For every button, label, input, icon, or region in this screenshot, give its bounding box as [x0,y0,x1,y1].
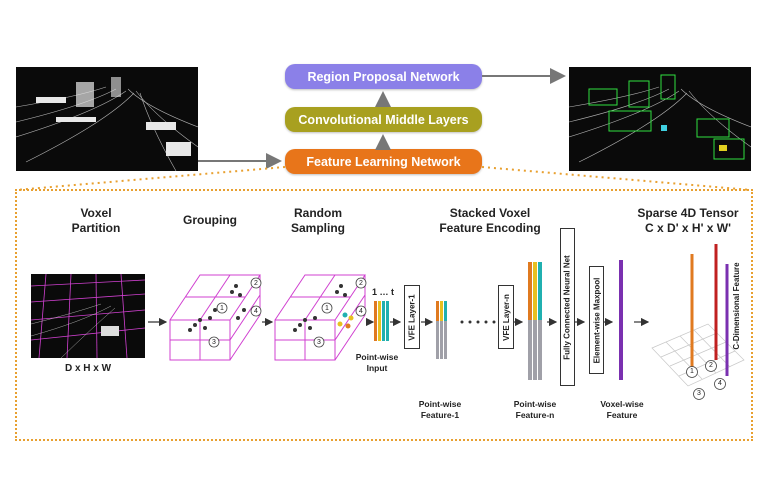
input-bar-teal-2 [386,301,389,341]
c-dimensional-feature-label: C-Dimensional Feature [732,262,741,350]
tensor-voxel-3: 3 [697,390,701,397]
grouping-cube [169,274,261,361]
feat1-yellow [440,301,443,321]
fully-connected-net-block: Fully Connected Neural Net [560,228,575,386]
stacked-vfe-title: Stacked Voxel Feature Encoding [439,206,541,235]
feat1-gray-c [444,321,447,359]
tensor-voxel-2: 2 [709,362,713,369]
tensor-grid [651,323,745,387]
sample-voxel-3: 3 [317,339,321,346]
grouping-title: Grouping [183,213,237,227]
grouping-points [188,284,246,332]
expand-line-left [15,166,286,191]
feat1-teal [444,301,447,321]
feature-learning-detail-frame [15,189,753,441]
voxel-grid-graphic [31,274,145,358]
convolutional-middle-layers-block: Convolutional Middle Layers [285,107,482,132]
detection-graphic [569,74,751,163]
pointwise-input-label: Point-wise Input [355,352,399,373]
group-voxel-4: 4 [254,308,258,315]
vfe-layer-n-block: VFE Layer-n [498,285,514,349]
voxel-partition-title: Voxel Partition [71,206,121,235]
group-voxel-3: 3 [212,339,216,346]
tensor-voxel-1: 1 [690,368,694,375]
voxelwise-feature-bar [619,260,623,380]
featn-gray-c [538,320,542,380]
dhw-label: D x H x W [64,363,112,374]
featn-gray-b [533,320,537,380]
feat1-gray-b [440,321,443,359]
top-arrows [15,68,752,191]
element-wise-maxpool-block: Element-wise Maxpool [589,266,604,374]
sample-voxel-1: 1 [325,305,329,312]
vfe-layer-1-block: VFE Layer-1 [404,285,420,349]
expand-line-right [481,166,752,191]
random-sampling-title: Random Sampling [290,206,345,235]
voxel-partition-image [31,274,145,358]
pointwise-feature-n-label: Point-wise Feature-n [513,399,557,420]
input-point-cloud-image [16,67,198,171]
voxel-cubes [148,274,650,361]
point-cloud-graphic [16,77,198,171]
feature-learning-network-block: Feature Learning Network [285,149,482,174]
one-to-t-label: 1 … t [371,287,394,297]
input-bar-teal [382,301,385,341]
featn-orange [528,262,532,320]
voxelwise-feature-label: Voxel-wise Feature [600,399,644,420]
pointwise-feature-1-label: Point-wise Feature-1 [418,399,462,420]
sparse-tensor-title: Sparse 4D Tensor C x D' x H' x W' [637,206,739,235]
input-bar-yellow [378,301,381,341]
sample-voxel-2: 2 [359,280,363,287]
feat1-gray-a [436,321,439,359]
group-voxel-1: 1 [220,305,224,312]
region-proposal-network-block: Region Proposal Network [285,64,482,89]
feat1-orange [436,301,439,321]
sampling-points [293,284,347,332]
sample-voxel-4: 4 [359,308,363,315]
featn-gray-a [528,320,532,380]
featn-yellow [533,262,537,320]
input-bar-orange [374,301,377,341]
detection-output-image [569,67,751,171]
featn-teal [538,262,542,320]
tensor-voxel-4: 4 [718,380,722,387]
group-voxel-2: 2 [254,280,258,287]
sparse-tensor-graphic [651,244,745,400]
